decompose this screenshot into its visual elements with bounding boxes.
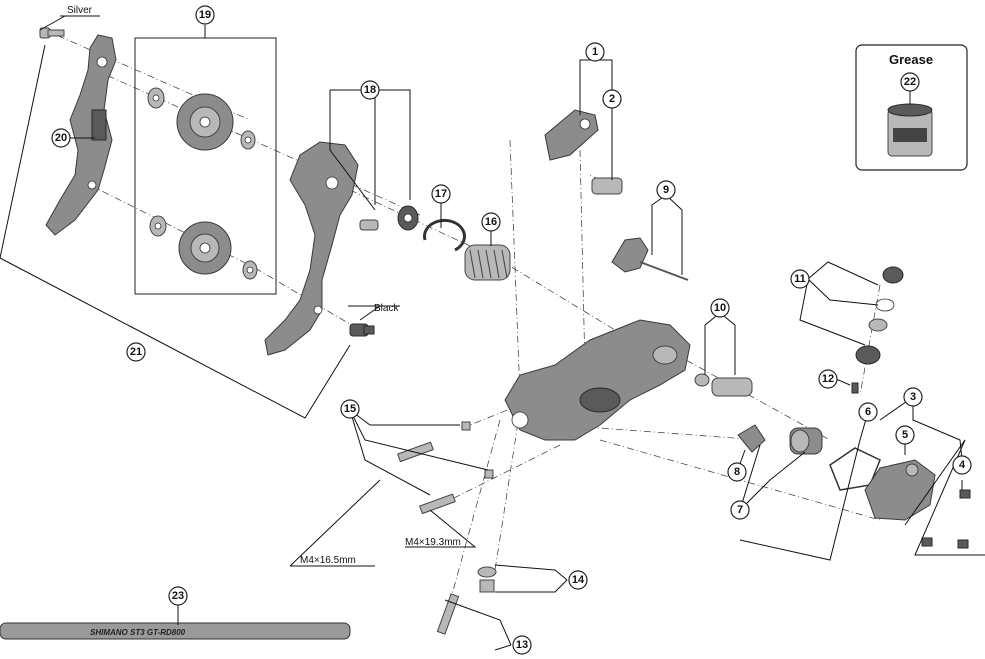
pin-10 [694,373,753,397]
black-bolt [349,323,375,337]
leader-lines [0,15,985,651]
svg-text:2: 2 [609,93,615,105]
black-label: Black [374,303,399,314]
silver-bolt [39,27,65,39]
assembly-axes [44,29,881,621]
silver-label: Silver [67,5,93,16]
grease-tub [887,103,933,157]
upper-pulley [147,87,256,151]
callout-10: 10 [710,298,730,318]
svg-text:20: 20 [55,132,67,144]
callout-14: 14 [568,570,588,590]
main-derailleur-body [504,319,691,441]
cable-bracket-9 [611,237,689,281]
callout-17: 17 [431,184,451,204]
callout-6: 6 [858,402,878,422]
svg-text:5: 5 [902,429,908,441]
callout-19: 19 [195,5,215,25]
svg-text:23: 23 [172,590,184,602]
svg-text:6: 6 [865,406,871,418]
svg-text:4: 4 [959,459,966,471]
inner-cage-plate [264,141,359,356]
cap-set-11 [855,266,904,365]
grease-box [855,44,968,171]
cage-spring-16 [464,244,511,281]
svg-text:9: 9 [663,184,669,196]
callout-3: 3 [903,387,923,407]
svg-text:17: 17 [435,188,447,200]
callout-15: 15 [340,399,360,419]
outer-cable-23: SHIMANO ST3 GT-RD800 [0,622,351,640]
clutch-cover-5 [864,459,936,521]
callout-16: 16 [481,212,501,232]
screw-label-16-5: M4×16.5mm [300,555,356,566]
svg-text:12: 12 [822,373,834,385]
callout-23: 23 [168,586,188,606]
svg-text:18: 18 [364,84,376,96]
gasket-6 [829,447,881,491]
cable-print: SHIMANO ST3 GT-RD800 [90,628,186,637]
svg-text:7: 7 [737,504,743,516]
svg-text:15: 15 [344,403,356,415]
callout-22: 22 [900,72,920,92]
callout-20: 20 [51,128,71,148]
outer-cage-plate [45,34,117,236]
screw-12 [851,382,859,394]
svg-text:19: 19 [199,9,211,21]
callout-7: 7 [730,500,750,520]
svg-text:14: 14 [572,574,585,586]
callout-18: 18 [360,80,380,100]
svg-text:13: 13 [516,639,528,651]
bolt-13 [436,593,460,635]
callout-2: 2 [602,89,622,109]
cover-screws-4 [921,489,971,549]
svg-text:11: 11 [794,273,806,285]
svg-text:16: 16 [485,216,497,228]
svg-text:10: 10 [714,302,726,314]
clutch-parts [737,424,823,455]
callout-5: 5 [895,425,915,445]
callout-13: 13 [512,635,532,655]
callout-11: 11 [790,269,810,289]
cage-small-parts-18 [359,205,419,231]
snap-ring-17 [423,218,466,252]
callout-4: 4 [952,455,972,475]
callout-1: 1 [585,42,605,62]
svg-text:1: 1 [592,46,598,58]
screw-label-19-3: M4×19.3mm [405,537,461,548]
callout-9: 9 [656,180,676,200]
b-tension-parts [544,109,623,195]
svg-text:21: 21 [130,346,142,358]
callout-8: 8 [727,462,747,482]
svg-text:8: 8 [734,466,740,478]
svg-text:22: 22 [904,76,916,88]
svg-text:3: 3 [910,391,916,403]
lower-pulley [149,215,258,280]
callout-21: 21 [126,342,146,362]
parts-14 [477,566,497,593]
callout-12: 12 [818,369,838,389]
grease-title: Grease [889,52,933,67]
